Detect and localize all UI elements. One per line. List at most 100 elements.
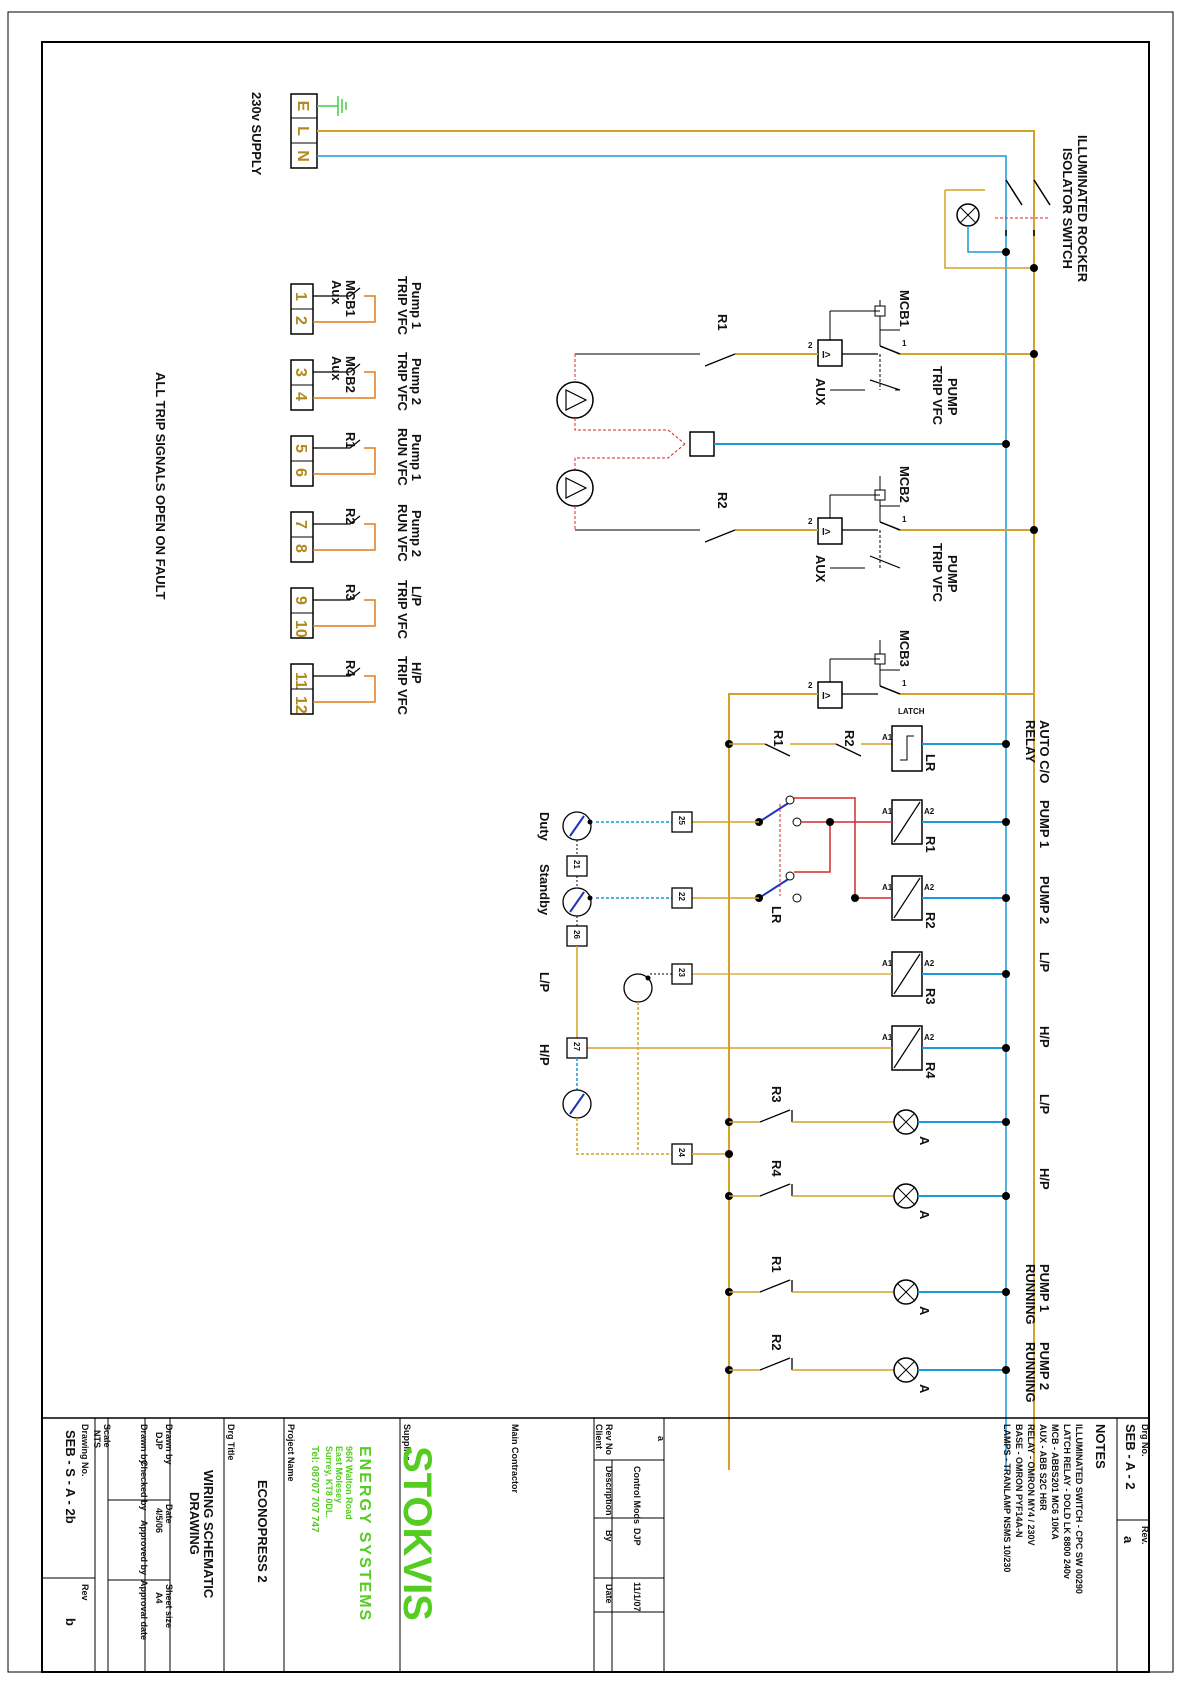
project-name: ECONOPRESS 2: [255, 1480, 270, 1583]
mcb3-breaker: I> 1 2 MCB3: [808, 630, 1034, 709]
svg-text:R2: R2: [842, 730, 857, 747]
svg-text:LATCH RELAY - DOLD LK 8800 240: LATCH RELAY - DOLD LK 8800 240v: [1062, 1424, 1072, 1579]
svg-text:RUN VFC: RUN VFC: [395, 428, 410, 486]
svg-text:Drawn by: Drawn by: [139, 1424, 149, 1465]
terminal-n: N: [294, 150, 311, 162]
svg-text:Standby: Standby: [537, 864, 552, 916]
mcb2-aux-label: AUX: [813, 555, 828, 583]
supply-label: 230v SUPPLY: [249, 92, 264, 176]
trip-contact-label: MCB1: [343, 280, 358, 317]
svg-text:TRIP VFC: TRIP VFC: [930, 366, 945, 426]
svg-text:L/P: L/P: [537, 972, 552, 993]
drawing-number: SEB - S - A - 2b: [63, 1430, 78, 1524]
svg-text:A1: A1: [882, 959, 893, 968]
svg-text:4/5/06: 4/5/06: [154, 1508, 164, 1533]
lamp-contact-label: R2: [769, 1334, 784, 1351]
trip-desc: Pump 1: [409, 434, 424, 481]
svg-text:Rev.: Rev.: [1140, 1526, 1150, 1544]
svg-text:A1: A1: [882, 807, 893, 816]
svg-text:A2: A2: [924, 807, 935, 816]
coil-label: R2: [923, 912, 938, 929]
inner-border: [41, 41, 1150, 1673]
coil-rung-label: L/P: [1037, 952, 1052, 973]
svg-text:1: 1: [902, 679, 907, 688]
isolator-label-2: ISOLATOR SWITCH: [1060, 148, 1075, 269]
svg-text:b: b: [63, 1618, 78, 1626]
svg-text:PUMP: PUMP: [945, 555, 960, 593]
svg-text:25: 25: [677, 816, 686, 825]
supply-terminal-block: E L N: [290, 93, 318, 169]
trip-contact-label: R4: [343, 660, 358, 677]
svg-text:Drg Title: Drg Title: [226, 1424, 236, 1460]
svg-text:A1: A1: [882, 733, 893, 742]
mcb3-label: MCB3: [897, 630, 912, 667]
svg-text:Aux: Aux: [329, 280, 344, 305]
title-block: [42, 1417, 1149, 1672]
svg-text:Client: Client: [594, 1424, 604, 1449]
svg-text:I>: I>: [822, 691, 831, 702]
terminal-number: 3: [292, 368, 309, 377]
coil-label: R4: [923, 1062, 938, 1079]
trip-contact-label: R1: [343, 432, 358, 449]
coil-rung-label: PUMP 2: [1037, 876, 1052, 924]
svg-text:Checked by: Checked by: [139, 1460, 149, 1511]
svg-text:AUX - ABB S2C H6R: AUX - ABB S2C H6R: [1038, 1424, 1048, 1511]
svg-text:TRIP VFC: TRIP VFC: [395, 580, 410, 640]
svg-text:A1: A1: [882, 1033, 893, 1042]
junction-box: [689, 431, 715, 457]
lamp-label: PUMP 1: [1037, 1264, 1052, 1312]
title-block-text: Drg No. SEB - A - 2 Rev. a NOTES ILLUMIN…: [63, 1424, 1150, 1640]
svg-text:By: By: [604, 1530, 614, 1542]
svg-text:TRIP VFC: TRIP VFC: [395, 276, 410, 336]
svg-text:RELAY - OMRON MY4 / 230V: RELAY - OMRON MY4 / 230V: [1026, 1424, 1036, 1546]
svg-text:DJP: DJP: [154, 1432, 164, 1450]
svg-text:BASE - OMRON PYF14A-N: BASE - OMRON PYF14A-N: [1014, 1424, 1024, 1538]
svg-text:A4: A4: [154, 1592, 164, 1604]
svg-text:RUN VFC: RUN VFC: [395, 504, 410, 562]
svg-text:I>: I>: [822, 350, 831, 361]
svg-text:Tel: 08707 707 747: Tel: 08707 707 747: [309, 1446, 320, 1533]
svg-text:21: 21: [572, 860, 581, 869]
svg-text:A: A: [917, 1384, 932, 1394]
svg-text:Rev No: Rev No: [604, 1424, 614, 1456]
auto-co-relay-rung: R1 R2 A1 LATCH LR AUTO C/O RELAY: [725, 707, 1052, 783]
svg-text:MCB - ABBS201 MC6 10KA: MCB - ABBS201 MC6 10KA: [1050, 1424, 1060, 1540]
trip-contact-label: MCB2: [343, 356, 358, 393]
svg-text:1: 1: [902, 339, 907, 348]
svg-text:A: A: [917, 1136, 932, 1146]
svg-text:Aux: Aux: [329, 356, 344, 381]
svg-text:LATCH: LATCH: [898, 707, 925, 716]
svg-text:A: A: [917, 1210, 932, 1220]
mcb1-aux-label: AUX: [813, 378, 828, 406]
trip-desc: Pump 2: [409, 510, 424, 557]
svg-text:R1: R1: [771, 730, 786, 747]
control-live-rail: [728, 693, 818, 1470]
svg-text:Date: Date: [604, 1584, 614, 1604]
svg-text:ENERGY SYSTEMS: ENERGY SYSTEMS: [356, 1446, 373, 1622]
svg-text:23: 23: [677, 968, 686, 977]
svg-text:A2: A2: [924, 883, 935, 892]
svg-text:1: 1: [902, 515, 907, 524]
coil-label: R1: [923, 836, 938, 853]
lr-label: LR: [923, 754, 938, 772]
svg-text:A2: A2: [924, 1033, 935, 1042]
lamp-contact-label: R1: [769, 1256, 784, 1273]
terminal-e: E: [294, 101, 311, 112]
mcb1-label: MCB1: [897, 290, 912, 327]
terminal-number: 10: [292, 620, 309, 638]
trip-desc: H/P: [409, 662, 424, 684]
lamp-label: L/P: [1037, 1094, 1052, 1115]
mcb2-label: MCB2: [897, 466, 912, 503]
